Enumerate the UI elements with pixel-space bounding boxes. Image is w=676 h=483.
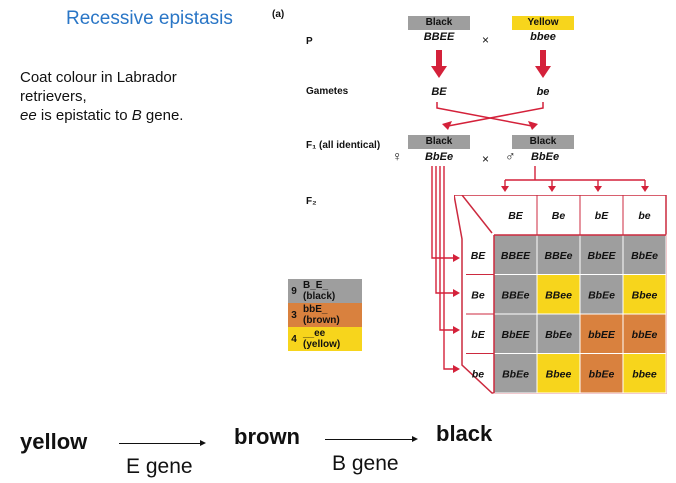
parent-right-arrow [535, 50, 551, 78]
punnett-cell-genotype: BbEE [501, 329, 530, 341]
punnett-cell-genotype: bbEE [588, 329, 616, 341]
description-ee: ee [20, 107, 37, 124]
punnett-cell [579, 274, 624, 315]
phenotype-key: 9 B_E_ (black) 3 bbE_ (brown) 4 __ee (ye… [288, 279, 362, 351]
pathway-arrow-2 [325, 439, 413, 440]
f1-left-phenotype: Black [408, 135, 470, 149]
female-gamete-arrowheads [453, 254, 460, 373]
male-gamete-distribution [504, 166, 646, 186]
f1-right-genotype: BbEe [530, 151, 560, 163]
punnett-cell-genotype: BbEe [545, 329, 572, 341]
description-mid: is epistatic to [36, 107, 132, 124]
parent-right-genotype: bbee [530, 31, 556, 43]
row-label-gametes: Gametes [306, 86, 349, 97]
punnett-row-header: BE [471, 250, 487, 262]
key-count-yellow: 4 [291, 333, 297, 345]
punnett-cell-genotype: Bbee [632, 289, 658, 301]
male-gamete-arrowheads [501, 186, 649, 192]
pathway-b-gene: B gene [332, 452, 399, 475]
row-label-f2: F₂ [306, 196, 317, 207]
punnett-row-header: bE [471, 329, 485, 341]
parent-cross: × [482, 33, 490, 47]
pathway-e-gene: E gene [126, 455, 193, 478]
gamete-right-to-left [447, 102, 544, 127]
punnett-col-header: Be [552, 210, 566, 222]
pathway-brown: brown [234, 424, 300, 449]
parent-left-genotype: BBEE [423, 31, 455, 43]
parent-left-phenotype: Black [408, 16, 470, 30]
punnett-cell [622, 313, 667, 354]
key-row-brown: 3 bbE_ (brown) [288, 303, 362, 327]
punnett-cell [493, 313, 538, 354]
key-count-black: 9 [291, 285, 297, 297]
pathway-arrowhead-1 [200, 440, 206, 446]
parent-left-arrow [431, 50, 447, 78]
punnett-cell [536, 274, 581, 315]
page-title: Recessive epistasis [66, 8, 233, 29]
description-end: gene. [141, 107, 184, 124]
description: Coat colour in Labrador retrievers, ee i… [20, 68, 250, 125]
key-label-black: B_E_ (black) [303, 280, 336, 302]
punnett-cell [622, 353, 667, 394]
punnett-cell [579, 313, 624, 354]
punnett-cell-genotype: bbEe [589, 368, 615, 380]
punnett-cell [622, 274, 667, 315]
f1-cross: × [482, 152, 490, 166]
row-label-p: P [306, 36, 313, 47]
key-row-yellow: 4 __ee (yellow) [288, 327, 362, 351]
punnett-cell-genotype: BBEe [544, 250, 572, 262]
punnett-cell [622, 234, 667, 275]
f1-left-genotype: BbEe [424, 151, 454, 163]
description-line-3: ee is epistatic to B gene. [20, 106, 250, 125]
punnett-diagonal [461, 195, 493, 234]
punnett-cell-genotype: BbEE [587, 250, 616, 262]
male-symbol: ♂ [505, 148, 516, 164]
f1-right-phenotype: Black [512, 135, 574, 149]
punnett-cell [493, 353, 538, 394]
gamete-left-to-right [436, 102, 533, 127]
punnett-col-header: be [638, 210, 650, 222]
description-line-1: Coat colour in Labrador [20, 69, 177, 86]
row-label-f1: F₁ (all identical) [306, 140, 381, 151]
punnett-row-header: be [472, 368, 484, 380]
punnett-cell-genotype: BBee [545, 289, 572, 301]
punnett-cell [579, 353, 624, 394]
punnett-col-header: BE [508, 210, 524, 222]
pathway-arrowhead-2 [412, 436, 418, 442]
punnett-cell-genotype: BbEe [502, 368, 529, 380]
punnett-row-header: Be [471, 289, 485, 301]
female-symbol: ♀ [392, 148, 403, 164]
punnett-cell-genotype: bbEe [632, 329, 658, 341]
punnett-col-header: bE [595, 210, 609, 222]
punnett-cell [536, 313, 581, 354]
punnett-cell-genotype: BbEe [631, 250, 658, 262]
pathway-yellow: yellow [20, 429, 88, 454]
key-label-brown: bbE_ (brown) [303, 304, 340, 326]
key-row-black: 9 B_E_ (black) [288, 279, 362, 303]
gamete-right: be [536, 86, 550, 98]
punnett-cell-genotype: Bbee [546, 368, 572, 380]
punnett-cell-genotype: bbee [632, 368, 657, 380]
pathway-black: black [436, 421, 493, 446]
punnett-cell-genotype: BbEe [588, 289, 615, 301]
description-b-gene: B [131, 107, 142, 124]
description-line-2: retrievers, [20, 88, 87, 105]
pathway-arrow-1 [119, 443, 201, 444]
arrowhead-f1-left [442, 121, 452, 130]
key-label-yellow: __ee (yellow) [303, 328, 341, 350]
key-count-brown: 3 [291, 309, 297, 321]
female-gamete-distribution [431, 166, 453, 370]
panel-label: (a) [272, 9, 285, 20]
punnett-cell-genotype: BBEE [501, 250, 531, 262]
arrowhead-f1-right [528, 121, 538, 130]
gamete-left: BE [431, 86, 447, 98]
parent-right-phenotype: Yellow [512, 16, 574, 30]
punnett-cell-genotype: BBEe [501, 289, 529, 301]
